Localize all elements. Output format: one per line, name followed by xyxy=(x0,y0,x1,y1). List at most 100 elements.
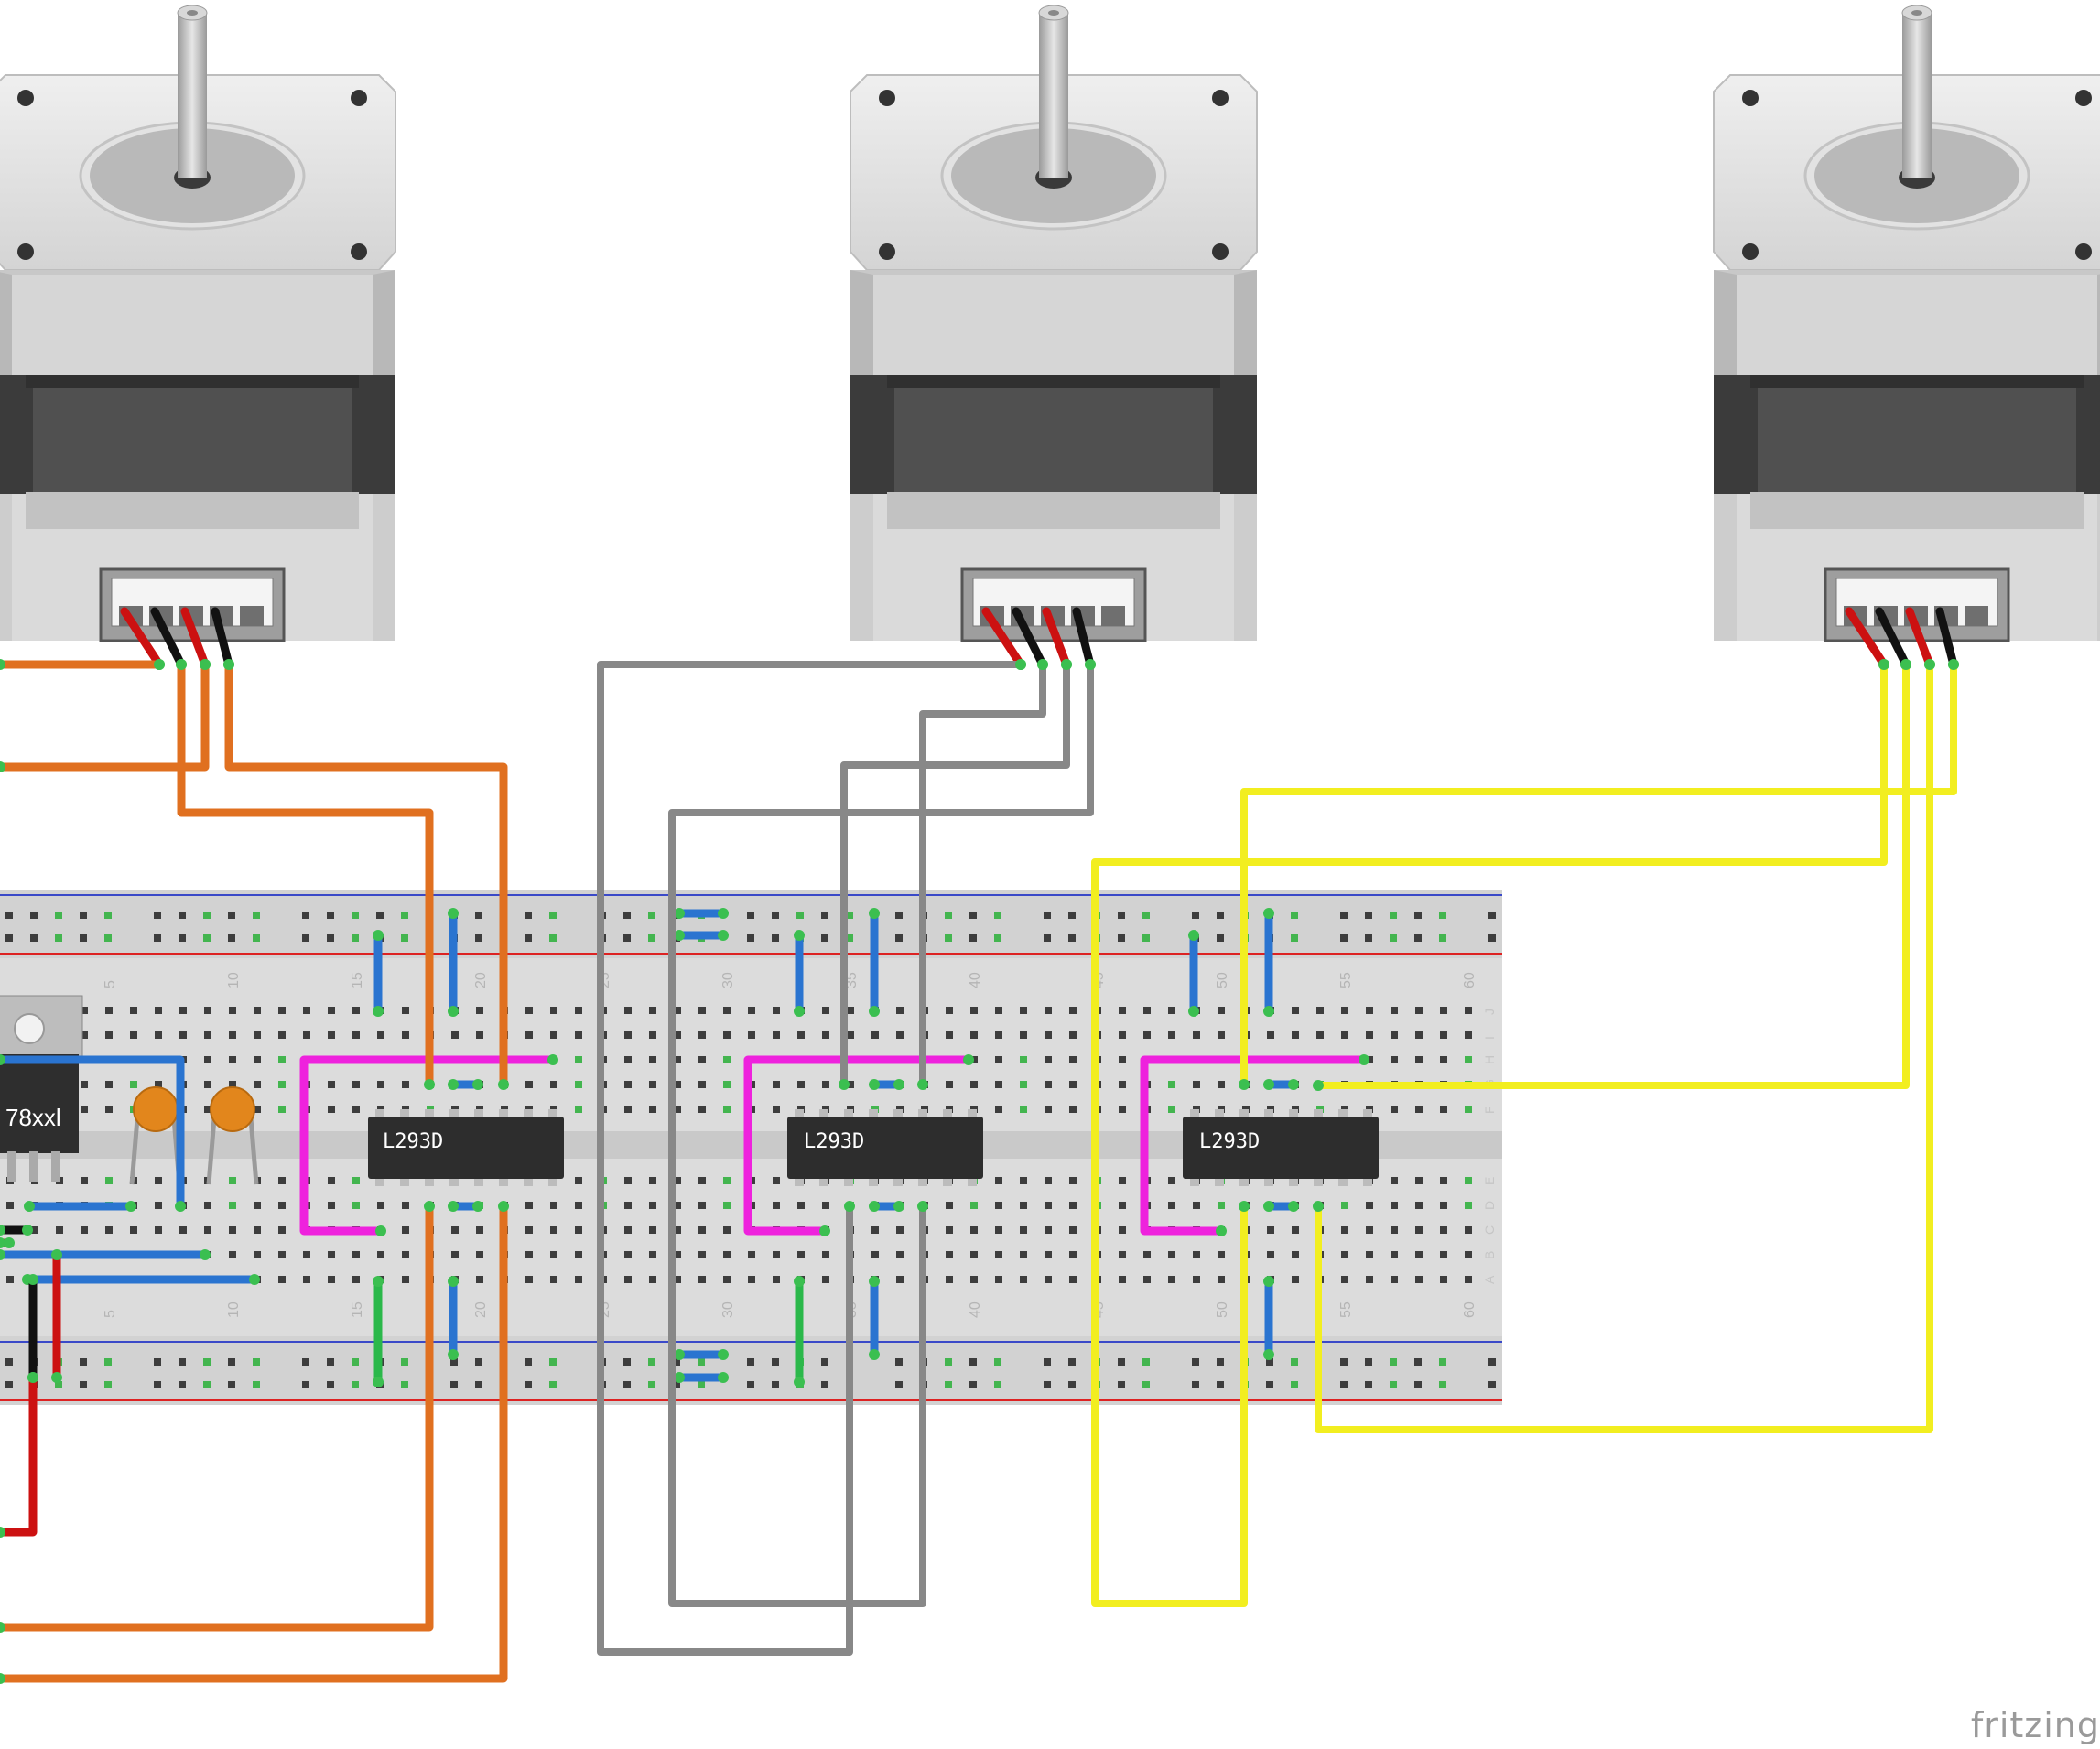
wire-end xyxy=(1061,659,1072,670)
breadboard-hole xyxy=(624,1081,632,1088)
breadboard-hole xyxy=(846,912,853,919)
breadboard-hole xyxy=(896,1031,904,1039)
breadboard-hole xyxy=(352,1358,359,1366)
breadboard-hole xyxy=(1439,1381,1446,1388)
breadboard-hole xyxy=(649,1226,656,1234)
wire-end xyxy=(1263,1349,1274,1360)
chip-pin xyxy=(943,1179,952,1186)
breadboard-hole xyxy=(773,1177,780,1184)
column-number: 60 xyxy=(1462,1301,1478,1318)
breadboard-hole xyxy=(229,1007,236,1014)
chip-pin xyxy=(795,1179,804,1186)
breadboard-hole xyxy=(623,1358,631,1366)
mounting-hole xyxy=(351,90,367,106)
wire-end xyxy=(0,1527,5,1538)
breadboard-hole xyxy=(179,1031,187,1039)
wire-end xyxy=(154,659,165,670)
breadboard-hole xyxy=(179,934,186,942)
breadboard-hole xyxy=(1218,1007,1225,1014)
breadboard-hole xyxy=(698,1381,705,1388)
breadboard-hole xyxy=(822,1031,829,1039)
breadboard-hole xyxy=(871,1226,879,1234)
capacitor-leg xyxy=(129,1117,140,1185)
motor-stator-center xyxy=(894,375,1213,494)
breadboard-hole xyxy=(179,1381,186,1388)
mounting-hole xyxy=(17,243,34,260)
wire-end xyxy=(674,1372,685,1383)
breadboard-hole xyxy=(1366,1276,1373,1283)
breadboard-hole xyxy=(228,1358,235,1366)
breadboard-hole xyxy=(525,1081,533,1088)
breadboard-hole xyxy=(254,1251,261,1258)
breadboard-hole xyxy=(1168,1202,1175,1209)
breadboard-hole xyxy=(1266,1381,1273,1388)
breadboard-hole xyxy=(476,1251,483,1258)
breadboard-hole xyxy=(624,1226,632,1234)
breadboard-hole xyxy=(624,1031,632,1039)
wire-end xyxy=(1900,659,1911,670)
motor-lead xyxy=(1042,607,1071,669)
breadboard-hole xyxy=(1142,912,1150,919)
magenta-jumper xyxy=(1140,1055,1369,1236)
breadboard-hole xyxy=(377,1251,384,1258)
breadboard-hole xyxy=(624,1202,632,1209)
chip-pin xyxy=(499,1179,508,1186)
wire-end xyxy=(1239,1201,1250,1212)
breadboard-hole xyxy=(5,934,13,942)
breadboard-hole xyxy=(995,1106,1002,1113)
breadboard-hole xyxy=(1340,912,1348,919)
mounting-hole xyxy=(879,90,895,106)
row-letter: B xyxy=(1482,1251,1497,1259)
breadboard-hole xyxy=(204,1031,211,1039)
breadboard-hole xyxy=(550,1081,557,1088)
breadboard-hole xyxy=(253,1381,260,1388)
chip-pin xyxy=(869,1179,878,1186)
breadboard-hole xyxy=(1365,1358,1372,1366)
breadboard-hole xyxy=(723,1031,731,1039)
breadboard-hole xyxy=(303,1031,310,1039)
regulator-tab-hole xyxy=(14,1013,45,1044)
breadboard-hole xyxy=(278,1226,286,1234)
breadboard-hole xyxy=(723,1106,731,1113)
breadboard-hole xyxy=(155,1031,162,1039)
motor-lead xyxy=(1072,607,1095,669)
breadboard-hole xyxy=(1439,934,1446,942)
breadboard-hole xyxy=(352,912,359,919)
breadboard-hole xyxy=(1292,1007,1299,1014)
breadboard-hole xyxy=(772,1358,779,1366)
breadboard-hole xyxy=(104,1381,112,1388)
breadboard-hole xyxy=(450,1381,458,1388)
column-number: 10 xyxy=(226,972,242,988)
breadboard-hole xyxy=(946,1031,953,1039)
breadboard-hole xyxy=(1168,1106,1175,1113)
breadboard-hole xyxy=(822,1276,829,1283)
breadboard-hole xyxy=(328,1177,335,1184)
breadboard-hole xyxy=(5,912,13,919)
breadboard-hole xyxy=(970,1226,978,1234)
wire-end xyxy=(893,1201,904,1212)
wire-end xyxy=(1263,908,1274,919)
breadboard-hole xyxy=(773,1007,780,1014)
breadboard-hole xyxy=(1440,1007,1447,1014)
breadboard-hole xyxy=(575,1081,582,1088)
breadboard-hole xyxy=(698,1106,706,1113)
breadboard-hole xyxy=(796,912,804,919)
wire-end xyxy=(794,1276,805,1287)
yellow-wire xyxy=(1315,661,1910,1089)
breadboard-hole xyxy=(847,1081,854,1088)
breadboard-hole xyxy=(1045,1202,1052,1209)
breadboard-hole xyxy=(254,1081,261,1088)
chip-pin xyxy=(795,1109,804,1117)
wire-end xyxy=(375,1225,386,1236)
wire-end xyxy=(448,1079,459,1090)
column-number: 50 xyxy=(1215,1301,1230,1318)
breadboard-hole xyxy=(1414,912,1422,919)
breadboard-hole xyxy=(476,1007,483,1014)
chip-pin xyxy=(1215,1179,1224,1186)
chip-body xyxy=(787,1117,983,1179)
breadboard-hole xyxy=(1267,1251,1274,1258)
chip-pin xyxy=(943,1109,952,1117)
breadboard-hole xyxy=(254,1007,261,1014)
breadboard-hole xyxy=(30,934,38,942)
chip-pin xyxy=(819,1179,828,1186)
